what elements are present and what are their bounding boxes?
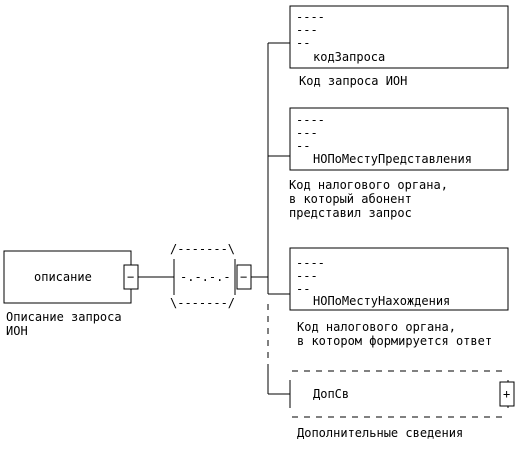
element-kod-zaprosa[interactable]: ---- --- -- кодЗапроса [289, 5, 509, 69]
element-dop-sv[interactable]: ДопСв + [289, 370, 515, 418]
root-collapse-symbol: − [127, 270, 134, 284]
element-2-mark-3: -- [296, 139, 310, 153]
sequence-top-mark: /-------\ [170, 242, 235, 256]
element-1-mark-3: -- [296, 36, 310, 50]
sequence-collapse-symbol: − [240, 270, 247, 284]
element-2-caption-line-3: представил запрос [289, 206, 412, 220]
element-1-caption-line-1: Код запроса ИОН [299, 74, 407, 88]
root-element-name: описание [34, 270, 92, 284]
root-element[interactable]: описание − [3, 250, 139, 304]
root-caption-line-2: ИОН [6, 324, 28, 338]
element-4-caption-line-1: Дополнительные сведения [297, 426, 463, 440]
element-2-name: НОПоМестуПредставления [313, 152, 472, 166]
element-3-mark-2: --- [296, 269, 318, 283]
element-2-caption-line-2: в который абонент [289, 192, 412, 206]
element-2-caption-line-1: Код налогового органа, [289, 178, 448, 192]
element-no-po-mestu-nakhozhdeniya[interactable]: ---- --- -- НОПоМестуНахождения [289, 247, 509, 311]
root-caption-line-1: Описание запроса [6, 310, 122, 324]
element-no-po-mestu-predstavleniya[interactable]: ---- --- -- НОПоМестуПредставления [289, 107, 509, 171]
element-3-name: НОПоМестуНахождения [313, 294, 450, 308]
element-4-expand-toggle[interactable] [499, 381, 515, 407]
element-4-expand-symbol: + [503, 387, 510, 401]
element-4-name: ДопСв [313, 387, 349, 401]
element-3-mark-1: ---- [296, 256, 325, 270]
element-2-mark-1: ---- [296, 113, 325, 127]
element-3-caption-line-2: в котором формируется ответ [297, 334, 492, 348]
element-3-mark-3: -- [296, 282, 310, 296]
sequence-middle-mark: -.-.-.- [180, 270, 231, 284]
sequence-bottom-mark: \-------/ [170, 296, 235, 310]
element-3-caption-line-1: Код налогового органа, [297, 320, 456, 334]
element-1-mark-2: --- [296, 23, 318, 37]
element-1-mark-1: ---- [296, 10, 325, 24]
element-1-name: кодЗапроса [313, 50, 385, 64]
sequence-compositor[interactable]: /-------\ -.-.-.- \-------/ − [170, 242, 252, 310]
element-2-mark-2: --- [296, 126, 318, 140]
